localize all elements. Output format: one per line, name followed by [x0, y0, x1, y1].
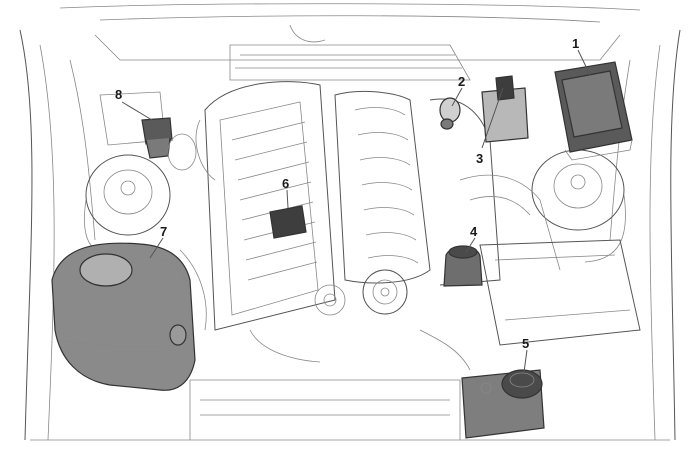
callout-4: 4	[470, 224, 478, 239]
callout-8: 8	[115, 87, 122, 102]
fuse-box	[554, 61, 633, 161]
coolant-expansion-tank	[481, 75, 529, 143]
leader-line-4	[465, 237, 476, 253]
callout-7: 7	[160, 224, 167, 239]
callout-labels: 1 2 3 4 5 6 7 8	[115, 36, 579, 351]
leader-line-8	[121, 101, 153, 121]
callout-2: 2	[458, 74, 465, 89]
callout-1: 1	[572, 36, 579, 51]
oil-filler-cap	[269, 205, 307, 239]
leader-line-7	[149, 237, 164, 259]
leader-line-3	[481, 87, 504, 149]
callout-6: 6	[282, 176, 289, 191]
air-cleaner-housing	[51, 242, 196, 391]
callout-5: 5	[522, 336, 529, 351]
washer-fluid-reservoir	[461, 369, 545, 439]
small-fluid-cap	[141, 117, 197, 171]
engine-bay-outline	[19, 3, 681, 441]
leader-line-6	[286, 189, 289, 209]
power-steering-reservoir	[443, 245, 483, 287]
leader-line-1	[577, 49, 591, 76]
callout-3: 3	[476, 151, 483, 166]
leader-lines	[121, 49, 591, 373]
leader-line-5	[523, 349, 528, 373]
leader-line-2	[451, 87, 463, 107]
brake-fluid-reservoir	[439, 97, 461, 130]
